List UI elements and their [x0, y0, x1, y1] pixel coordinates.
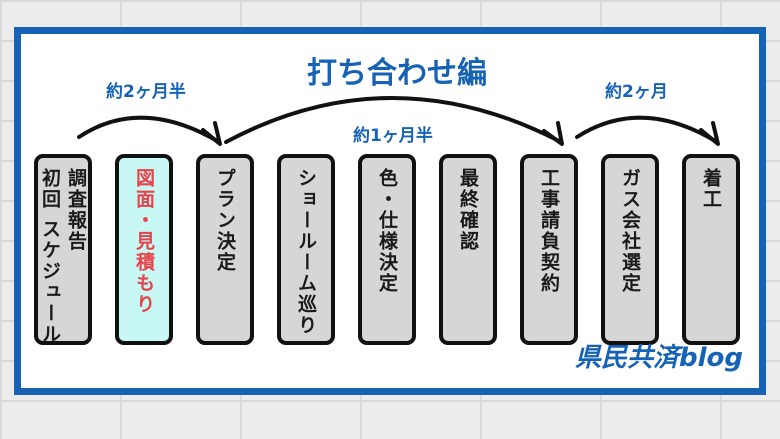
diagram-title: 打ち合わせ編 [307, 56, 487, 91]
step-2: 図面・見積もり [115, 154, 173, 345]
duration-label-1: 約2ヶ月半 [106, 82, 186, 102]
step-4: ショールーム巡り [277, 154, 335, 345]
step-3-label: プラン決定 [214, 168, 236, 273]
flow-arrows [77, 96, 720, 146]
step-2-label: 図面・見積もり [133, 168, 155, 315]
arrow-1 [77, 115, 221, 144]
step-5-label: 色・仕様決定 [376, 168, 398, 294]
arrow-2-head [542, 121, 564, 146]
step-1: 調査報告 初回 スケジュール [34, 154, 92, 345]
step-8-label: ガス会社選定 [619, 168, 641, 294]
step-4-label: ショールーム巡り [295, 168, 317, 336]
arrow-3-head [699, 121, 720, 146]
step-9: 着工 [682, 154, 740, 345]
step-1-line-1: 調査報告 [65, 168, 87, 252]
step-1-line-2: 初回 スケジュール [39, 168, 61, 345]
arrow-3 [575, 115, 719, 144]
arrow-2 [224, 96, 563, 144]
step-3: プラン決定 [196, 154, 254, 345]
step-5: 色・仕様決定 [358, 154, 416, 345]
step-8: ガス会社選定 [601, 154, 659, 345]
arrow-1-head [201, 121, 222, 146]
step-6: 最終確認 [439, 154, 497, 345]
step-7: 工事請負契約 [520, 154, 578, 345]
duration-label-3: 約2ヶ月 [605, 82, 668, 102]
diagram-board: 打ち合わせ編 約2ヶ月半 約1ヶ月半 約2ヶ月 調査報告 初回 スケジュール 図… [14, 27, 766, 395]
step-6-label: 最終確認 [457, 168, 479, 252]
step-9-label: 着工 [700, 168, 722, 210]
duration-label-2: 約1ヶ月半 [353, 126, 433, 146]
blog-logo: 県民共済blog [575, 343, 743, 373]
step-7-label: 工事請負契約 [538, 168, 560, 294]
